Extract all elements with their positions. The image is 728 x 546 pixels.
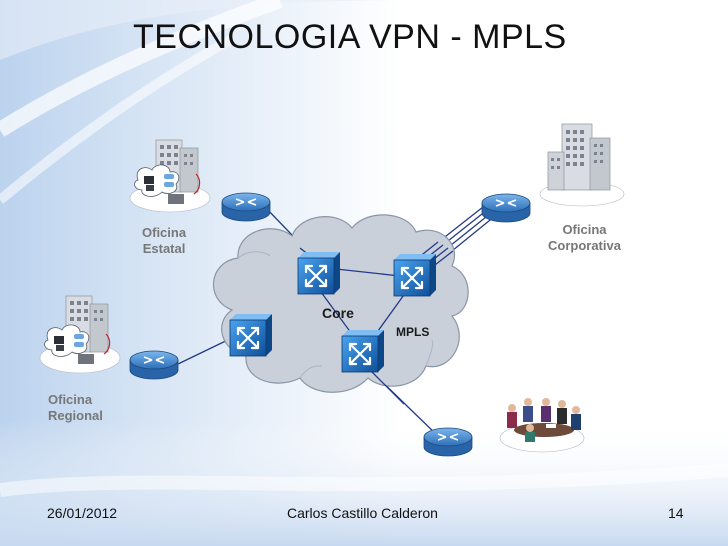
- label-mpls: MPLS: [396, 325, 430, 339]
- label-oficina-corporativa-line1: Oficina: [562, 222, 607, 237]
- footer-date: 26/01/2012: [47, 505, 118, 521]
- office-building-icon: [39, 295, 121, 374]
- label-oficina-corporativa: Oficina Corporativa: [548, 222, 621, 254]
- mpls-switch-icon: [341, 330, 384, 373]
- office-building-icon: [129, 139, 211, 213]
- label-oficina-estatal-line2: Estatal: [142, 241, 186, 256]
- label-core: Core: [322, 305, 354, 321]
- footer-author: Carlos Castillo Calderon: [287, 505, 438, 521]
- office-building-icon: [539, 123, 625, 207]
- label-oficina-regional: Oficina Regional: [48, 392, 103, 424]
- mpls-switch-icon: [229, 314, 272, 357]
- label-oficina-estatal: Oficina Estatal: [142, 225, 186, 257]
- label-oficina-estatal-line1: Oficina: [142, 225, 187, 240]
- label-oficina-regional-line1: Oficina: [48, 392, 93, 407]
- router-icon: [221, 192, 271, 222]
- router-icon: [481, 193, 531, 223]
- meeting-room-icon: [499, 398, 585, 453]
- router-icon: [129, 350, 179, 380]
- router-icon: [423, 427, 473, 457]
- label-oficina-regional-line2: Regional: [48, 408, 103, 423]
- mpls-switch-icon: [297, 252, 340, 295]
- slide-title: TECNOLOGIA VPN - MPLS: [133, 18, 567, 56]
- label-oficina-corporativa-line2: Corporativa: [548, 238, 621, 253]
- mpls-switch-icon: [393, 254, 436, 297]
- footer-page-number: 14: [668, 505, 684, 521]
- cloud-icon: [213, 214, 469, 393]
